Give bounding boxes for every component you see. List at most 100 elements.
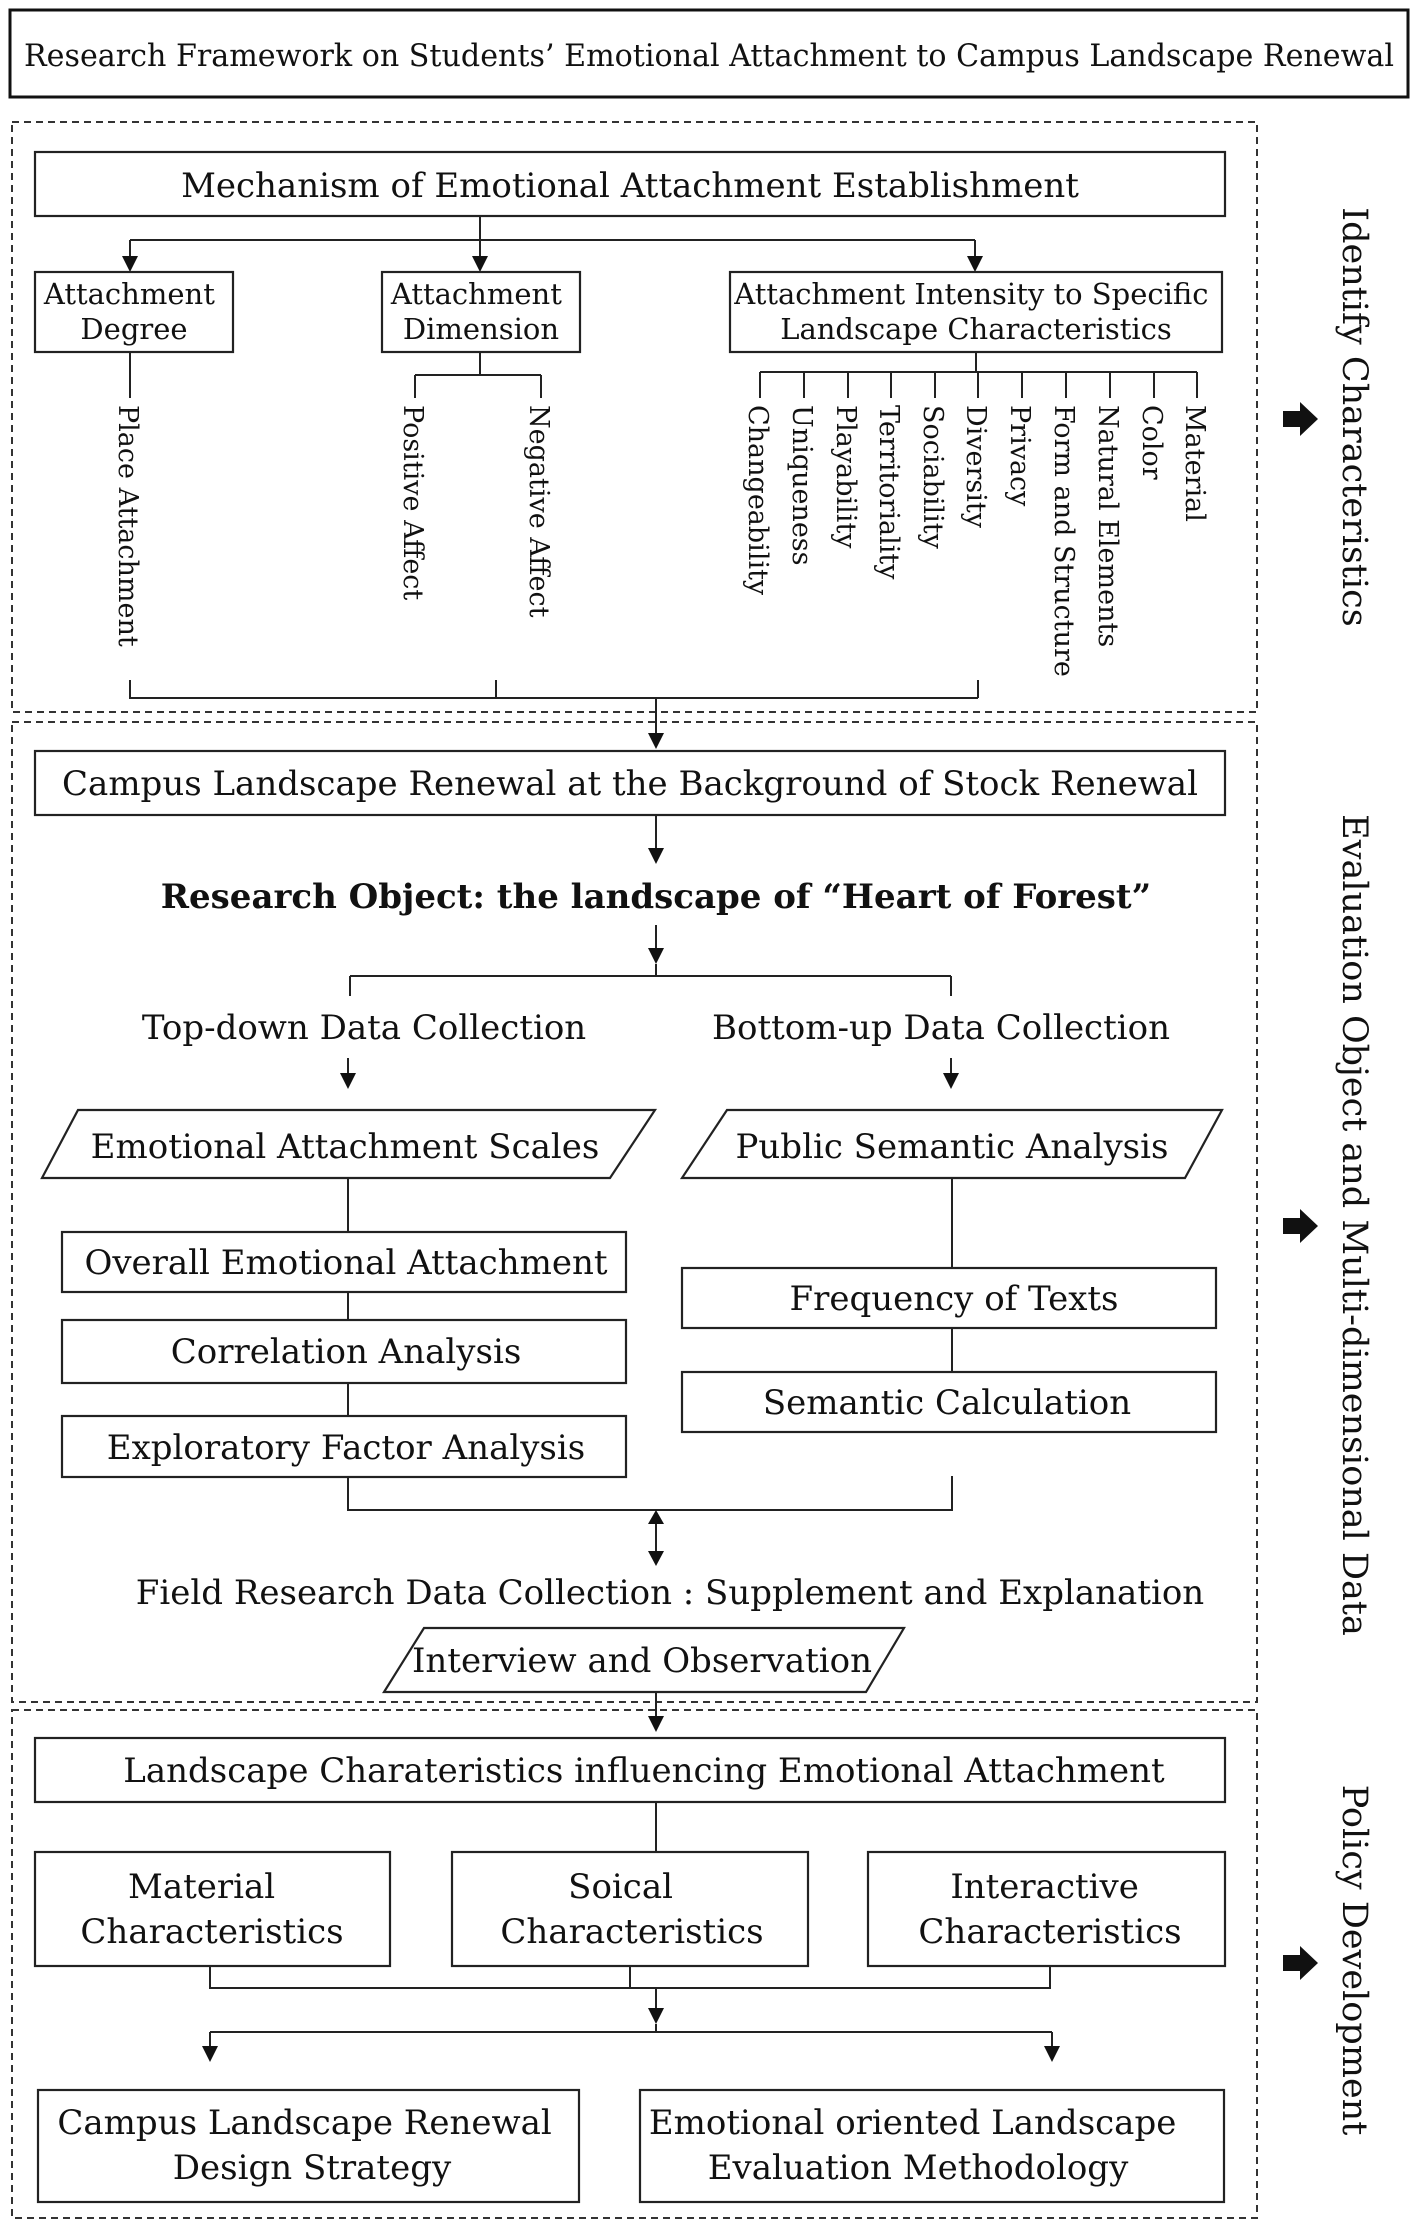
interactive-line2: Characteristics — [918, 1912, 1181, 1952]
arrow-down-icon — [648, 848, 664, 864]
arrow-down-icon — [122, 256, 138, 272]
emotional-attachment-scales-box — [40, 1108, 658, 1180]
arrow-right-icon — [1283, 1946, 1318, 1980]
research-object-label: Research Object: the landscape of “Heart… — [161, 877, 1151, 917]
connector — [129, 216, 976, 258]
frequency-texts-box — [680, 1266, 1218, 1330]
design-strategy-line2: Design Strategy — [173, 2148, 452, 2188]
attachment-intensity-label: Attachment Intensity to Specific Landsca… — [733, 277, 1217, 346]
connector — [759, 352, 1198, 398]
arrow-down-icon — [967, 256, 983, 272]
frequency-texts-label: Frequency of Texts — [789, 1279, 1118, 1319]
stage1-frame — [11, 121, 1258, 713]
attachment-degree-line1: Attachment — [43, 277, 215, 311]
material-line1: Material — [128, 1867, 275, 1907]
interactive-characteristics-box — [866, 1850, 1227, 1968]
mechanism-label: Mechanism of Emotional Attachment Establ… — [181, 166, 1079, 206]
evaluation-methodology-line1: Emotional oriented Landscape — [649, 2103, 1177, 2143]
attachment-dimension-line1: Attachment — [390, 277, 562, 311]
negative-affect-label: Negative Affect — [523, 405, 554, 618]
attachment-degree-line2: Degree — [80, 312, 187, 346]
public-semantic-analysis-box — [679, 1108, 1224, 1180]
landscape-characteristic-label: Form and Structure — [1048, 405, 1079, 677]
attachment-intensity-line2: Landscape Characteristics — [780, 312, 1172, 346]
influencing-label: Landscape Charateristics influencing Emo… — [123, 1751, 1165, 1791]
influencing-box — [33, 1736, 1227, 1804]
title-box — [8, 8, 1410, 99]
double-arrow-icon — [648, 1510, 664, 1566]
attachment-intensity-box — [728, 270, 1224, 354]
landscape-characteristic-label: Playability — [830, 405, 861, 549]
evaluation-methodology-box — [638, 2088, 1226, 2204]
background-box — [33, 749, 1227, 817]
arrow-down-icon — [1044, 2046, 1060, 2062]
side-label-evaluation: Evaluation Object and Multi-dimensional … — [1334, 814, 1374, 1636]
attachment-degree-label: Attachment Degree — [43, 277, 224, 346]
connector — [209, 2024, 1053, 2048]
design-strategy-box — [36, 2088, 581, 2204]
connector — [209, 1966, 1051, 2010]
connector — [129, 680, 979, 735]
landscape-characteristic-label: Diversity — [960, 405, 991, 529]
landscape-characteristic-label: Territoriality — [873, 405, 904, 580]
arrow-down-icon — [648, 1716, 664, 1732]
side-label-policy: Policy Development — [1334, 1785, 1374, 2136]
exploratory-factor-box — [60, 1414, 628, 1479]
emotional-attachment-scales-label: Emotional Attachment Scales — [91, 1127, 600, 1167]
topdown-label: Top-down Data Collection — [142, 1008, 586, 1048]
interactive-characteristics-label: Interactive Characteristics — [918, 1867, 1181, 1952]
material-characteristics-label: Material Characteristics — [80, 1867, 343, 1952]
landscape-characteristic-label: Sociability — [917, 405, 948, 550]
arrow-right-icon — [1283, 402, 1318, 436]
arrow-down-icon — [648, 948, 664, 964]
attachment-degree-box — [33, 270, 235, 354]
social-characteristics-box — [450, 1850, 810, 1968]
social-line2: Characteristics — [500, 1912, 763, 1952]
arrow-right-icon — [1283, 1209, 1318, 1243]
interactive-line1: Interactive — [950, 1867, 1139, 1907]
bottomup-label: Bottom-up Data Collection — [712, 1008, 1170, 1048]
attachment-intensity-line1: Attachment Intensity to Specific — [733, 277, 1208, 311]
arrow-down-icon — [648, 2008, 664, 2024]
arrow-down-icon — [648, 733, 664, 749]
landscape-characteristic-label: Material — [1179, 405, 1210, 522]
mechanism-box — [33, 150, 1227, 218]
exploratory-factor-label: Exploratory Factor Analysis — [107, 1428, 585, 1468]
arrow-down-icon — [202, 2046, 218, 2062]
public-semantic-analysis-label: Public Semantic Analysis — [736, 1127, 1169, 1167]
design-strategy-line1: Campus Landscape Renewal — [57, 2103, 551, 2143]
landscape-characteristic-label: Privacy — [1004, 405, 1035, 507]
landscape-characteristic-label: Color — [1136, 405, 1167, 480]
design-strategy-label: Campus Landscape Renewal Design Strategy — [57, 2103, 562, 2188]
overall-attachment-label: Overall Emotional Attachment — [84, 1243, 607, 1283]
intensity-children: Changeability Uniqueness Playability Territ… — [742, 405, 1210, 677]
landscape-characteristic-label: Uniqueness — [786, 405, 817, 566]
connector — [347, 1058, 952, 1075]
stage3-frame — [11, 1709, 1258, 2219]
evaluation-methodology-line2: Evaluation Methodology — [708, 2148, 1129, 2188]
connector — [349, 964, 952, 996]
interview-observation-box — [382, 1626, 906, 1694]
side-label-identify: Identify Characteristics — [1334, 207, 1374, 626]
connector — [414, 352, 542, 398]
arrow-down-icon — [943, 1073, 959, 1089]
evaluation-methodology-label: Emotional oriented Landscape Evaluation … — [649, 2103, 1187, 2188]
correlation-analysis-label: Correlation Analysis — [171, 1332, 522, 1372]
social-characteristics-label: Soical Characteristics — [500, 1867, 763, 1952]
semantic-calculation-label: Semantic Calculation — [763, 1383, 1131, 1423]
social-line1: Soical — [568, 1867, 673, 1907]
attachment-dimension-label: Attachment Dimension — [390, 277, 571, 346]
background-label: Campus Landscape Renewal at the Backgrou… — [62, 764, 1198, 804]
semantic-calculation-box — [680, 1370, 1218, 1434]
place-attachment-label: Place Attachment — [112, 405, 143, 647]
attachment-dimension-box — [380, 270, 582, 354]
landscape-characteristic-label: Natural Elements — [1092, 405, 1123, 647]
material-characteristics-box — [33, 1850, 392, 1968]
material-line2: Characteristics — [80, 1912, 343, 1952]
landscape-characteristic-label: Changeability — [742, 405, 773, 596]
diagram-title: Research Framework on Students’ Emotiona… — [24, 38, 1394, 74]
arrow-down-icon — [340, 1073, 356, 1089]
overall-attachment-box — [60, 1230, 628, 1294]
connector — [347, 1178, 953, 1511]
